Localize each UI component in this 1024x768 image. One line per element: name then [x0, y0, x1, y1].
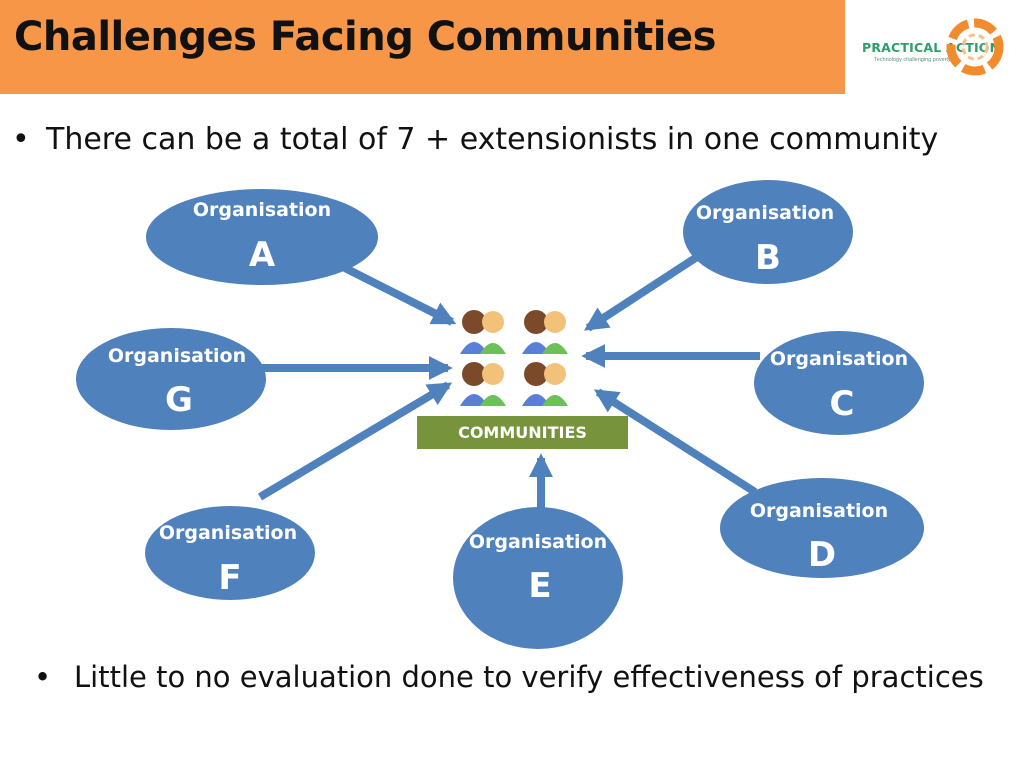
organisation-f-word: Organisation [159, 522, 297, 544]
bullet-top-text: There can be a total of 7 + extensionist… [46, 122, 939, 157]
bullet-bottom-text: Little to no evaluation done to verify e… [74, 660, 984, 694]
organisation-e-letter: E [528, 566, 551, 606]
arrow-a-to-communities [343, 264, 457, 326]
organisation-f-node: Organisation F [145, 506, 315, 600]
organisation-d-node: Organisation D [720, 478, 924, 578]
organisation-b-node: Organisation B [683, 180, 853, 284]
logo-name: PRACTICAL ACTION [862, 40, 1001, 55]
organisation-a-letter: A [249, 235, 276, 275]
organisation-d-word: Organisation [750, 500, 888, 522]
arrow-b-to-communities [583, 251, 703, 332]
bullet-dot: • [34, 660, 52, 694]
organisation-c-letter: C [830, 384, 855, 424]
communities-people-icon [460, 310, 568, 406]
organisation-g-node: Organisation G [76, 328, 266, 430]
organisation-e-word: Organisation [469, 531, 607, 553]
practical-action-logo: PRACTICAL ACTION Technology challenging … [858, 14, 1008, 80]
logo-ring-icon [946, 18, 1004, 76]
communities-label-box: COMMUNITIES [417, 416, 628, 449]
organisation-g-letter: G [165, 380, 193, 420]
organisation-d-letter: D [808, 535, 836, 575]
organisation-b-letter: B [755, 238, 781, 278]
title-bar: Challenges Facing Communities [0, 0, 845, 94]
bullet-dot: • [12, 122, 30, 157]
bullet-top: • There can be a total of 7 + extensionis… [12, 122, 938, 157]
arrow-f-to-communities [257, 381, 453, 501]
organisation-a-word: Organisation [193, 199, 331, 221]
slide-title: Challenges Facing Communities [14, 14, 716, 60]
logo-tagline: Technology challenging poverty [874, 57, 951, 63]
organisation-c-word: Organisation [770, 348, 908, 370]
organisation-g-word: Organisation [108, 345, 246, 367]
organisation-c-node: Organisation C [754, 331, 924, 435]
communities-label: COMMUNITIES [458, 423, 587, 442]
organisation-e-node: Organisation E [453, 507, 623, 649]
bullet-bottom: • Little to no evaluation done to verify … [34, 660, 984, 694]
organisation-b-word: Organisation [696, 202, 834, 224]
arrow-d-to-communities [593, 388, 758, 496]
organisation-f-letter: F [218, 558, 241, 598]
organisation-a-node: Organisation A [146, 189, 378, 285]
